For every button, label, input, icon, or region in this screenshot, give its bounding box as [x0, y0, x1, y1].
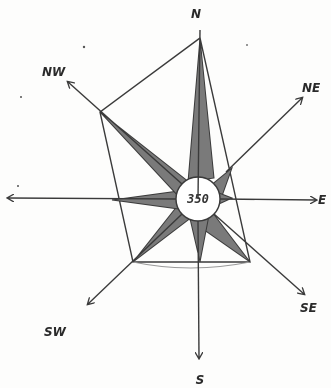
arrow-northeast	[226, 98, 302, 172]
speck	[17, 185, 19, 187]
star-point-nw	[100, 112, 194, 198]
label-sw: SW	[44, 325, 67, 339]
label-se: SE	[300, 301, 318, 315]
star-point-n	[188, 38, 214, 182]
arrow-west	[8, 198, 176, 199]
arrow-south	[198, 221, 199, 358]
bottom-arc	[133, 262, 250, 268]
compass-star	[100, 38, 250, 262]
speck	[20, 96, 22, 98]
arrow-east	[220, 199, 316, 200]
label-nw: NW	[42, 65, 66, 79]
label-e: E	[318, 193, 327, 207]
label-n: N	[191, 7, 201, 21]
arrow-northwest	[68, 82, 182, 184]
label-s: S	[196, 373, 205, 387]
speck	[83, 46, 85, 48]
label-ne: NE	[302, 81, 321, 95]
arrow-southeast	[214, 214, 304, 294]
speck	[246, 44, 248, 46]
arrow-southwest	[88, 214, 182, 304]
